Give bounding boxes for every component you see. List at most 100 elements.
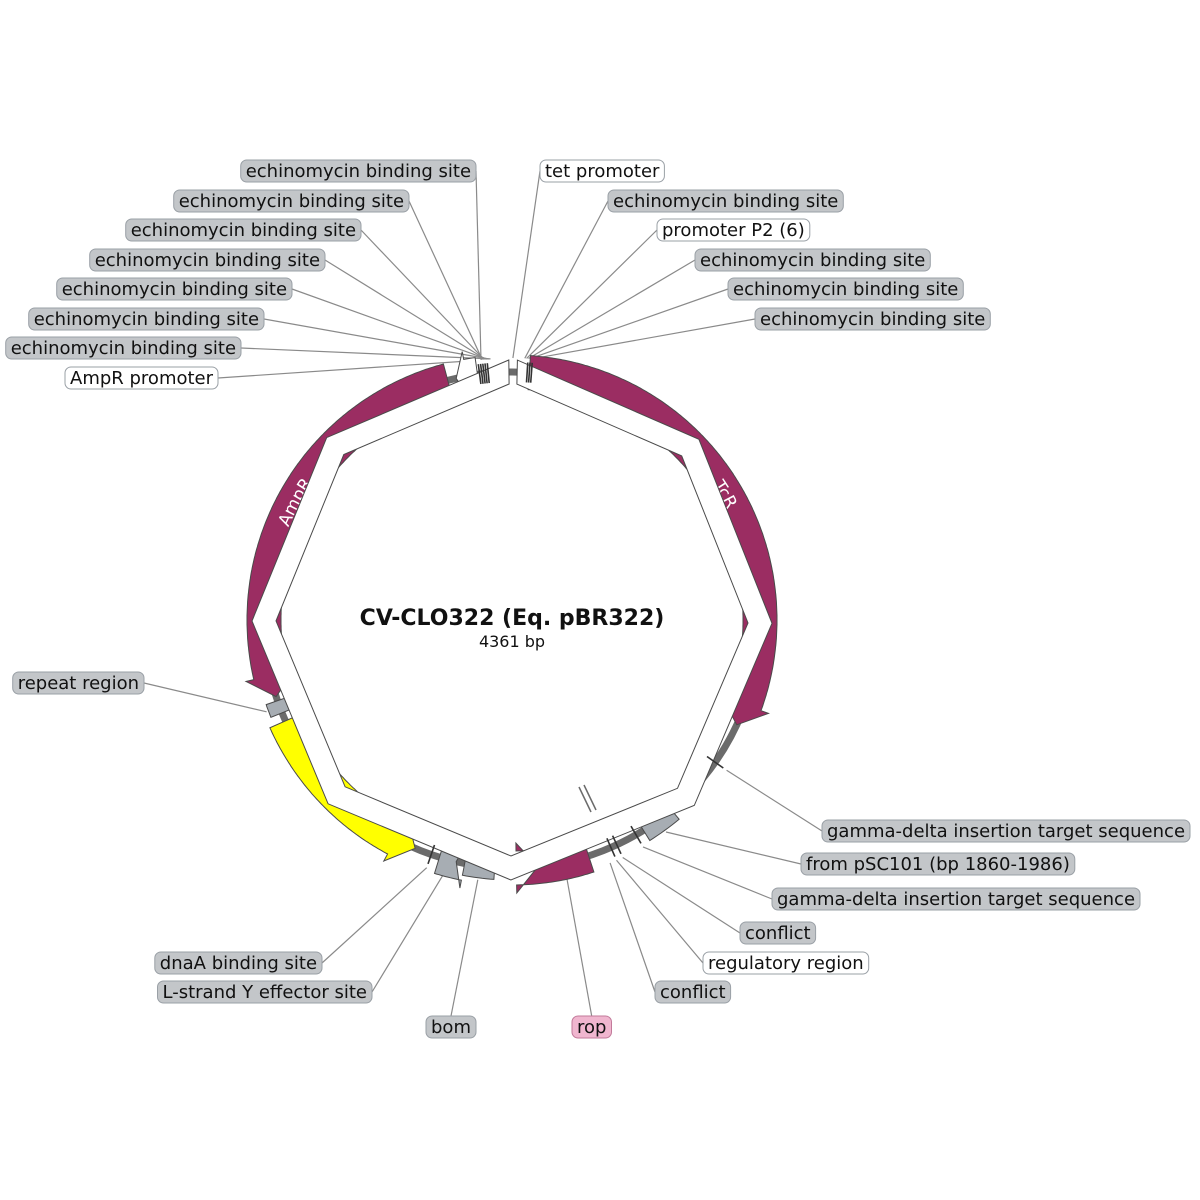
leader-lines: [143, 170, 823, 1017]
feature-label-conflict[interactable]: conflict: [739, 921, 817, 945]
site-tick: [529, 362, 533, 383]
feature-label-echinomycin-binding-site[interactable]: echinomycin binding site: [56, 277, 293, 301]
leader-line: [528, 259, 696, 360]
feature-label-ampr-promoter[interactable]: AmpR promoter: [64, 366, 219, 390]
label-box: [240, 159, 477, 183]
label-box: [771, 887, 1141, 911]
label-box: [800, 852, 1076, 876]
label-box: [607, 189, 844, 213]
label-text: echinomycin binding site: [760, 309, 985, 330]
feature-label-dnaa-binding-site[interactable]: dnaA binding site: [154, 951, 323, 975]
feature-label-from-psc101-bp-1860-1986[interactable]: from pSC101 (bp 1860-1986): [800, 852, 1076, 876]
label-layer: echinomycin binding site echinomycin bind…: [5, 159, 1191, 1039]
label-box: [56, 277, 293, 301]
feature-label-echinomycin-binding-site[interactable]: echinomycin binding site: [694, 248, 931, 272]
site-tick: [525, 362, 529, 383]
label-box: [702, 951, 870, 975]
leader-line: [616, 859, 704, 964]
label-text: AmpR promoter: [70, 368, 214, 389]
feature-label-gamma-delta-insertion-target-sequence[interactable]: gamma-delta insertion target sequence: [771, 887, 1141, 911]
leader-line: [512, 170, 541, 359]
tet-promoter-feature: [251, 359, 773, 881]
feature-label-echinomycin-binding-site[interactable]: echinomycin binding site: [754, 307, 991, 331]
leader-line: [609, 862, 656, 993]
feature-label-l-strand-y-effector-site[interactable]: L-strand Y effector site: [157, 980, 373, 1004]
leader-line: [726, 769, 823, 832]
leader-line: [530, 288, 729, 360]
feature-label-conflict[interactable]: conflict: [654, 980, 732, 1004]
leader-line: [291, 288, 488, 360]
label-text: echinomycin binding site: [700, 250, 925, 271]
label-box: [89, 248, 326, 272]
label-box: [539, 159, 665, 183]
label-text: promoter P2 (6): [662, 220, 805, 241]
label-text: bom: [431, 1017, 471, 1038]
plasmid-size: 4361 bp: [479, 632, 545, 651]
feature-label-rop[interactable]: rop: [571, 1015, 612, 1039]
site-tick: [706, 755, 724, 769]
label-box: [157, 980, 373, 1004]
feature-label-echinomycin-binding-site[interactable]: echinomycin binding site: [240, 159, 477, 183]
leader-line: [565, 876, 593, 1017]
site-tick: [482, 363, 486, 384]
label-box: [571, 1015, 612, 1039]
label-text: tet promoter: [545, 161, 660, 182]
feature-label-echinomycin-binding-site[interactable]: echinomycin binding site: [5, 336, 242, 360]
feature-label-regulatory-region[interactable]: regulatory region: [702, 951, 870, 975]
plasmid-name: CV-CLO322 (Eq. pBR322): [360, 606, 665, 631]
feature-label-echinomycin-binding-site[interactable]: echinomycin binding site: [727, 277, 964, 301]
break-mark: [583, 784, 597, 811]
feature-label-echinomycin-binding-site[interactable]: echinomycin binding site: [607, 189, 844, 213]
label-box: [12, 671, 145, 695]
label-text: echinomycin binding site: [34, 309, 259, 330]
label-box: [28, 307, 265, 331]
label-text: echinomycin binding site: [62, 279, 287, 300]
site-tick: [527, 362, 531, 383]
feature-label-gamma-delta-insertion-target-sequence[interactable]: gamma-delta insertion target sequence: [821, 819, 1191, 843]
leader-line: [360, 229, 485, 360]
label-box: [5, 336, 242, 360]
leader-line: [321, 867, 428, 964]
feature-label-promoter-p2-6[interactable]: promoter P2 (6): [656, 218, 811, 242]
site-tick: [606, 837, 616, 857]
site-tick: [611, 835, 622, 855]
feature-label-echinomycin-binding-site[interactable]: echinomycin binding site: [89, 248, 326, 272]
site-tick: [484, 363, 488, 384]
label-text: regulatory region: [708, 953, 864, 974]
leader-line: [665, 831, 802, 865]
label-box: [173, 189, 410, 213]
label-text: dnaA binding site: [160, 953, 317, 974]
label-box: [656, 218, 811, 242]
feature-label-echinomycin-binding-site[interactable]: echinomycin binding site: [125, 218, 362, 242]
leader-line: [526, 229, 658, 359]
label-text: echinomycin binding site: [613, 191, 838, 212]
feature-label-echinomycin-binding-site[interactable]: echinomycin binding site: [28, 307, 265, 331]
label-box: [821, 819, 1191, 843]
leader-line: [524, 200, 609, 359]
label-text: echinomycin binding site: [11, 338, 236, 359]
label-text: from pSC101 (bp 1860-1986): [806, 854, 1070, 875]
leader-line: [642, 846, 773, 900]
feature-label-echinomycin-binding-site[interactable]: echinomycin binding site: [173, 189, 410, 213]
tick-layer: [427, 362, 724, 865]
leader-line: [324, 259, 486, 360]
leader-line: [475, 170, 482, 360]
leader-line: [408, 200, 483, 360]
site-tick: [479, 363, 484, 384]
label-box: [654, 980, 732, 1004]
feature-label-bom[interactable]: bom: [425, 1015, 477, 1039]
leader-line: [531, 318, 756, 360]
leader-line: [371, 872, 445, 993]
label-text: gamma-delta insertion target sequence: [827, 821, 1185, 842]
leader-line: [143, 682, 267, 713]
leader-line: [622, 856, 741, 934]
label-box: [125, 218, 362, 242]
label-box: [425, 1015, 477, 1039]
leader-line: [217, 359, 476, 379]
feature-label-tet-promoter[interactable]: tet promoter: [539, 159, 665, 183]
feature-label-repeat-region[interactable]: repeat region: [12, 671, 145, 695]
label-text: echinomycin binding site: [179, 191, 404, 212]
label-text: repeat region: [18, 673, 139, 694]
label-box: [64, 366, 219, 390]
leader-line: [240, 347, 491, 360]
